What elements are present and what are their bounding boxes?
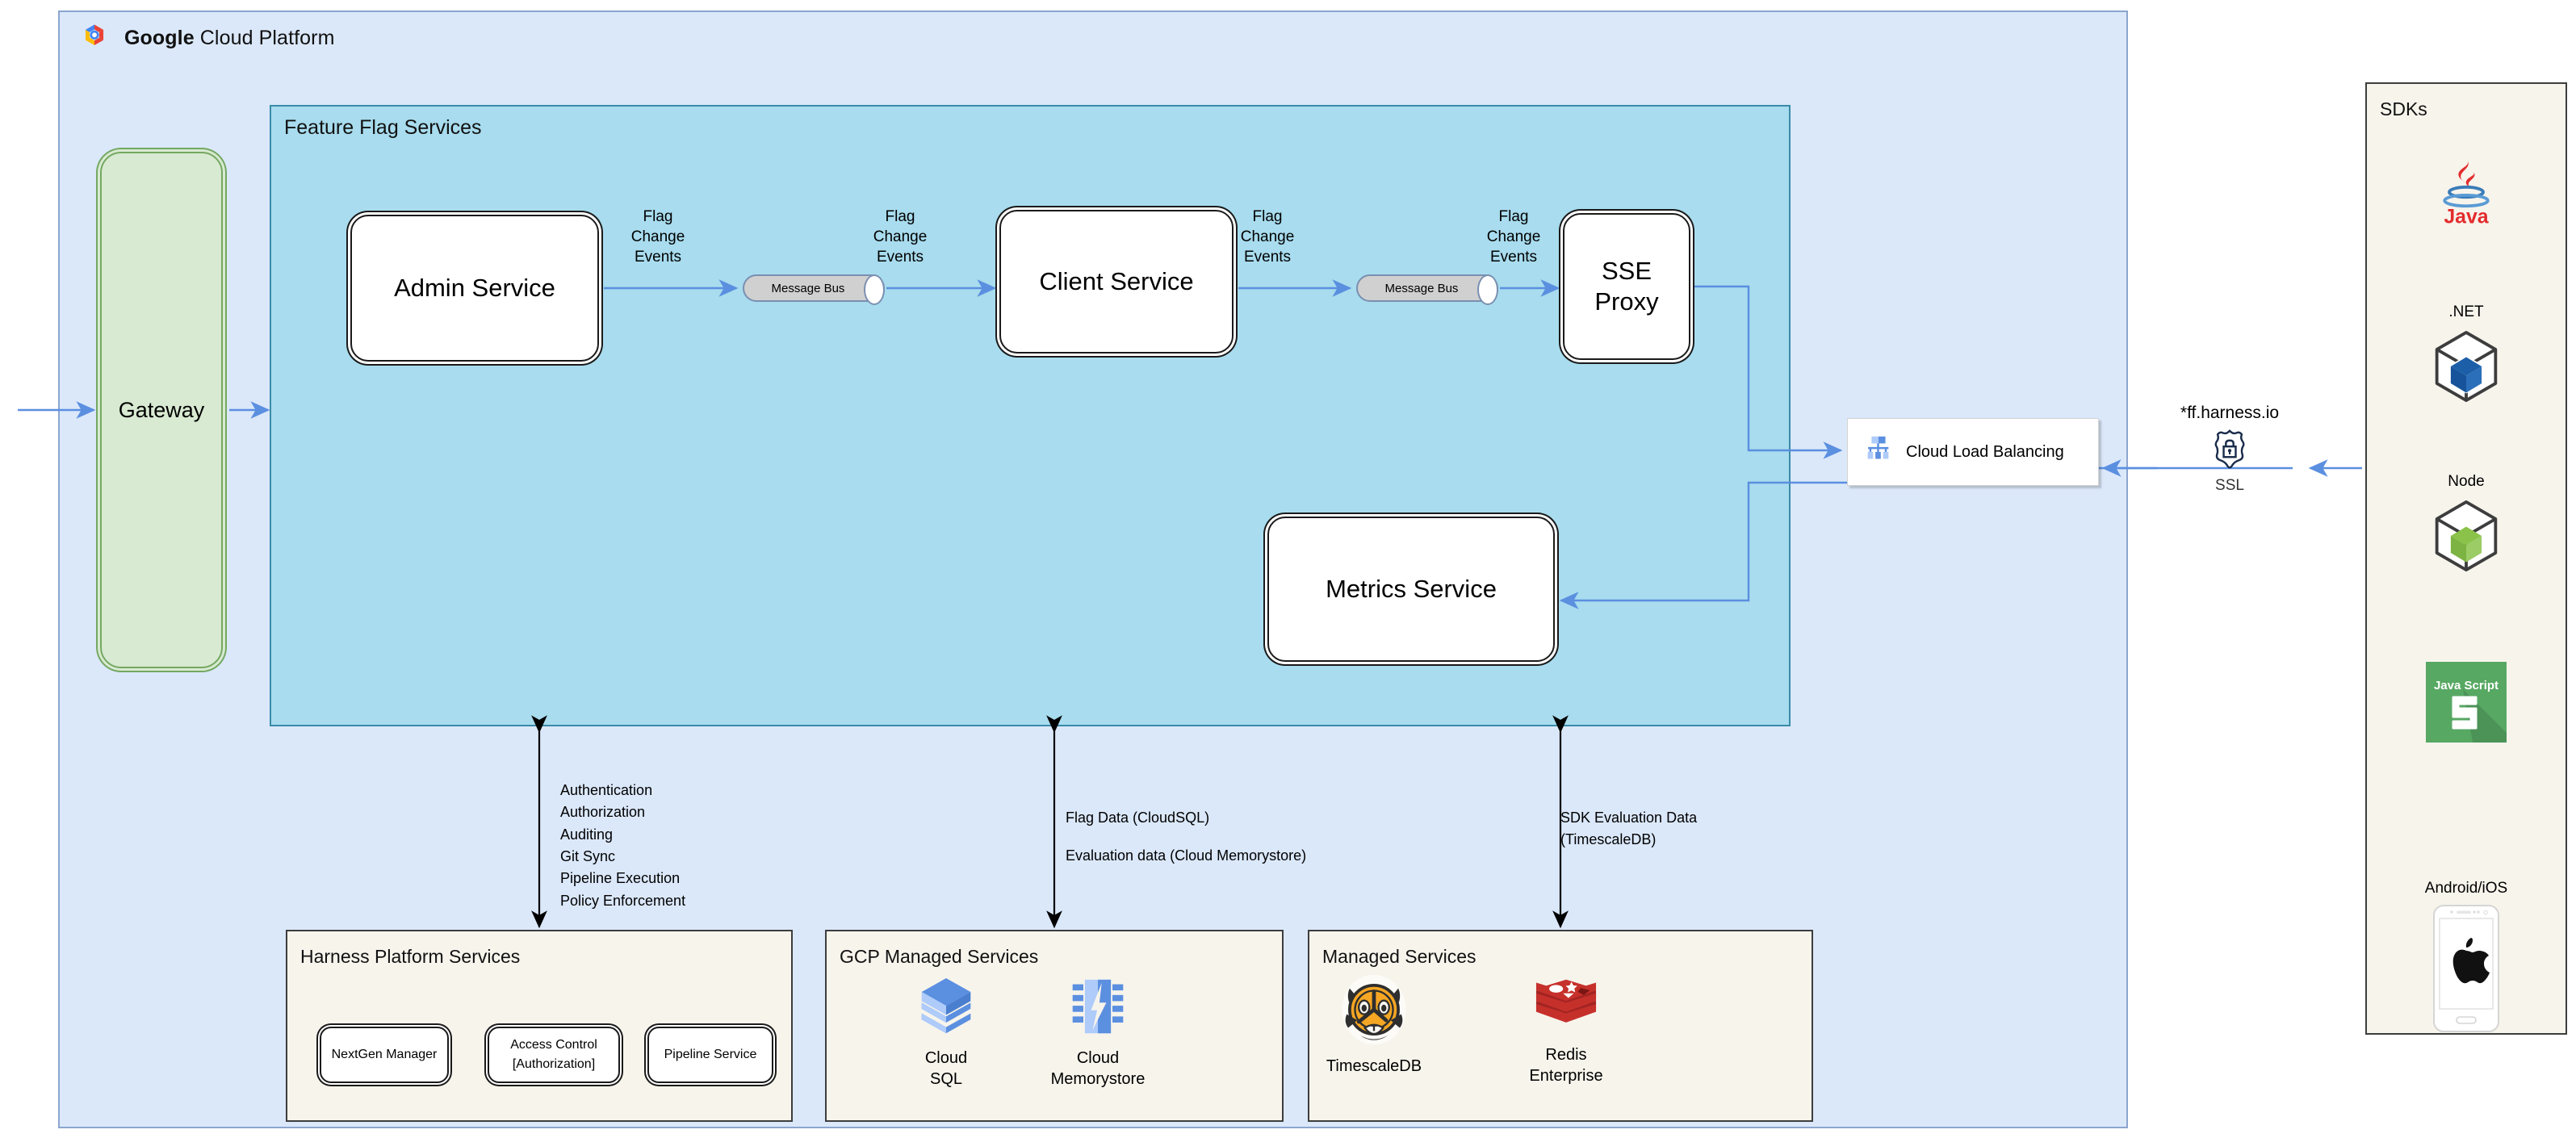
ssl-group: *ff.harness.io SSL: [2157, 404, 2302, 495]
cloud-sql-caption: Cloud SQL: [924, 1049, 968, 1088]
java-logo-icon: Java: [2435, 161, 2498, 231]
cloud-memorystore-caption: Cloud Memorystore: [1050, 1049, 1146, 1088]
redis-enterprise-node[interactable]: Redis Enterprise: [1493, 975, 1639, 1086]
access-control-label: Access Control [Authorization]: [510, 1038, 597, 1071]
annotation-flag-data: Flag Data (CloudSQL): [1066, 810, 1210, 826]
timescaledb-node[interactable]: TimescaleDB: [1301, 972, 1447, 1077]
ssl-caption-label: SSL: [2215, 477, 2244, 494]
svg-text:Java Script: Java Script: [2434, 679, 2499, 692]
dotnet-cube-icon: [2431, 331, 2502, 408]
message-bus-2-label: Message Bus: [1384, 281, 1459, 295]
ssl-domain-label: *ff.harness.io: [2180, 404, 2280, 422]
metrics-service-label: Metrics Service: [1326, 575, 1497, 604]
admin-service-label: Admin Service: [394, 274, 555, 303]
gcp-title: Google Cloud Platform: [124, 27, 335, 50]
metrics-service-node[interactable]: Metrics Service: [1267, 517, 1555, 662]
edge-label-flag-change-events-4: Flag Change Events: [1486, 208, 1541, 266]
sdk-item-android-ios[interactable]: Android/iOS: [2365, 880, 2567, 1037]
message-bus-1[interactable]: Message Bus: [743, 274, 885, 305]
message-bus-1-label: Message Bus: [771, 281, 845, 295]
node-cube-icon: [2431, 500, 2502, 578]
annotation-gcp-flows: Flag Data (CloudSQL) Evaluation data (Cl…: [1066, 807, 1306, 868]
cloud-load-balancing-icon: [1861, 433, 1895, 471]
sse-proxy-label: SSE Proxy: [1594, 257, 1659, 316]
annotation-managed-flows: SDK Evaluation Data (TimescaleDB): [1560, 810, 1698, 848]
pipeline-service-label: Pipeline Service: [664, 1048, 757, 1061]
feature-flag-services-title: Feature Flag Services: [284, 116, 482, 139]
gateway-label: Gateway: [118, 397, 205, 422]
edge-label-flag-change-events-1: Flag Change Events: [630, 208, 685, 266]
timescaledb-caption: TimescaleDB: [1326, 1057, 1422, 1075]
shield-lock-icon: [2207, 429, 2252, 475]
cloud-sql-node[interactable]: Cloud SQL: [873, 975, 1019, 1090]
gcp-managed-services-title: GCP Managed Services: [840, 946, 1039, 967]
message-bus-2[interactable]: Message Bus: [1356, 274, 1498, 305]
javascript-logo-icon: Java Script: [2426, 662, 2507, 746]
sdk-item-dotnet[interactable]: .NET: [2365, 303, 2567, 409]
harness-platform-services-title: Harness Platform Services: [300, 946, 521, 967]
mobile-phone-apple-icon: [2432, 905, 2500, 1036]
gcp-title-bold: Google: [124, 27, 195, 49]
client-service-node[interactable]: Client Service: [999, 210, 1234, 354]
cloud-memorystore-icon: [1068, 979, 1128, 1043]
redis-enterprise-caption: Redis Enterprise: [1529, 1046, 1603, 1085]
timescaledb-tiger-icon: [1336, 974, 1412, 1051]
annotation-harness-flows: Authentication Authorization Auditing Gi…: [560, 782, 686, 909]
gateway-node[interactable]: Gateway: [100, 152, 223, 668]
gcp-header: Google Cloud Platform: [81, 23, 335, 54]
sdk-mobile-caption: Android/iOS: [2424, 880, 2508, 897]
harness-platform-services-panel: [286, 930, 793, 1122]
sdk-item-javascript[interactable]: Java Script: [2365, 662, 2567, 747]
nextgen-manager-node[interactable]: NextGen Manager: [320, 1027, 449, 1083]
edge-label-flag-change-events-3: Flag Change Events: [1240, 208, 1295, 266]
client-service-label: Client Service: [1039, 267, 1194, 296]
nextgen-manager-label: NextGen Manager: [331, 1048, 438, 1061]
cloud-sql-icon: [917, 978, 975, 1043]
svg-text:Java: Java: [2444, 206, 2488, 228]
edge-label-flag-change-events-2: Flag Change Events: [873, 208, 928, 266]
redis-icon: [1533, 979, 1599, 1040]
gcp-title-rest: Cloud Platform: [194, 27, 335, 49]
access-control-node[interactable]: Access Control [Authorization]: [488, 1027, 620, 1083]
feature-flag-services-container: [270, 105, 1791, 726]
annotation-evaluation-data: Evaluation data (Cloud Memorystore): [1066, 847, 1307, 864]
gcp-managed-services-panel: [825, 930, 1284, 1122]
managed-services-title: Managed Services: [1322, 946, 1476, 967]
sdks-panel-title: SDKs: [2380, 98, 2427, 119]
cloud-load-balancing-node[interactable]: Cloud Load Balancing: [1847, 418, 2099, 486]
pipeline-service-node[interactable]: Pipeline Service: [647, 1027, 773, 1083]
cloud-load-balancing-label: Cloud Load Balancing: [1906, 442, 2064, 461]
sdk-item-java[interactable]: Java: [2365, 158, 2567, 232]
sse-proxy-node[interactable]: SSE Proxy: [1563, 213, 1690, 360]
sdk-dotnet-caption: .NET: [2448, 303, 2484, 320]
google-cloud-logo-icon: [81, 23, 108, 54]
sdk-node-caption: Node: [2448, 473, 2485, 490]
admin-service-node[interactable]: Admin Service: [350, 215, 599, 362]
sdk-item-node[interactable]: Node: [2365, 473, 2567, 579]
cloud-memorystore-node[interactable]: Cloud Memorystore: [1025, 975, 1171, 1090]
